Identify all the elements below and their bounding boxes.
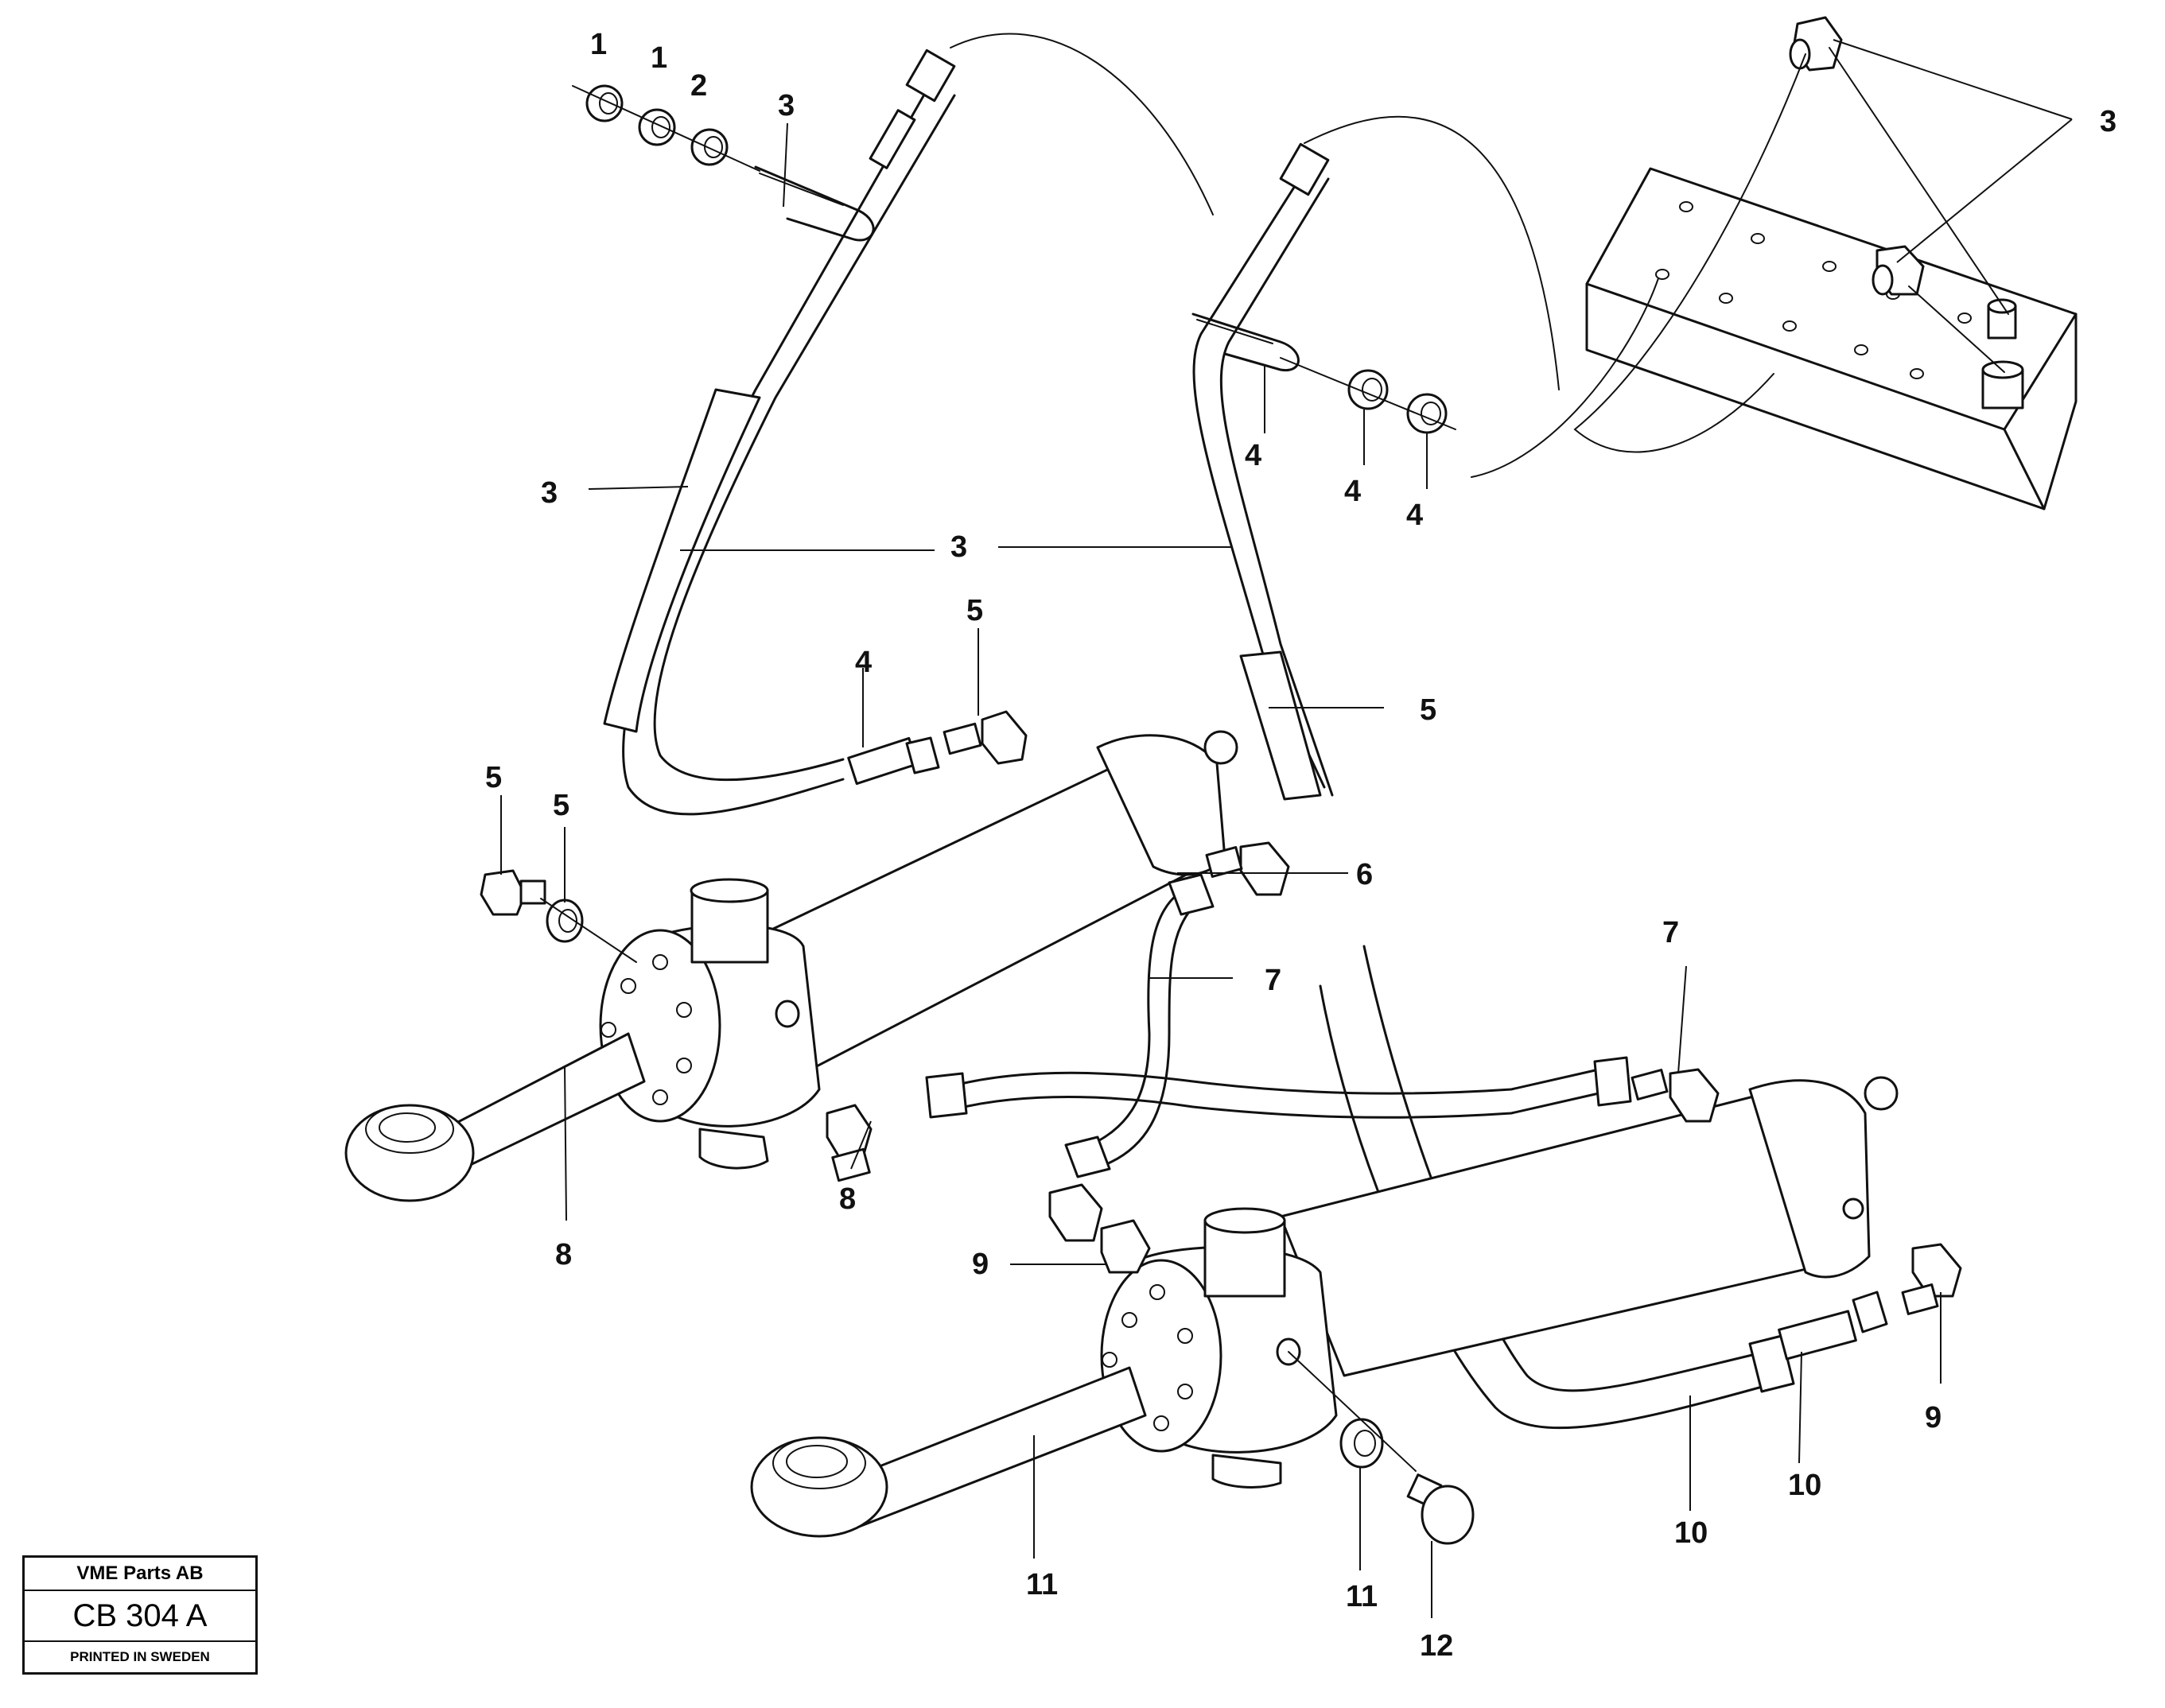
spacer-washer <box>690 128 729 166</box>
hose-end-fitting <box>847 736 940 786</box>
callout-5: 7 <box>1662 916 1679 949</box>
printed-in-label: PRINTED IN SWEDEN <box>70 1649 210 1664</box>
leader-lines <box>500 39 2073 1618</box>
callout-7: 8 <box>839 1182 856 1216</box>
callout-7: 9 <box>972 1248 989 1281</box>
sealing-washer <box>546 899 584 943</box>
elbow-fitting <box>1205 841 1290 896</box>
spacer-washer <box>1406 393 1448 434</box>
callout-3: 10 <box>1788 1469 1821 1502</box>
callout-1: 8 <box>555 1238 572 1271</box>
callout-5: 9 <box>1925 1401 1942 1434</box>
callout-2: 3 <box>2100 105 2116 138</box>
callout-4: 3 <box>541 476 558 510</box>
spacer-washer <box>585 84 624 122</box>
callout-labels: 1 1 2 3 3 3 3 4 4 4 4 5 5 5 5 6 7 7 8 8 … <box>485 28 2116 1663</box>
callout-12: 1 <box>651 41 667 75</box>
hose-clamp <box>1191 312 1300 372</box>
sealing-washer <box>1339 1418 1384 1469</box>
hydraulic-cylinder-upper <box>344 730 1238 1202</box>
callout-1: 11 <box>1026 1568 1058 1601</box>
hose-continuation-line <box>1573 53 1806 453</box>
plug-screw <box>1406 1473 1475 1545</box>
callout-11: 4 <box>1344 475 1361 508</box>
plug-screw <box>480 869 546 916</box>
elbow-fitting <box>1789 16 1843 72</box>
callout-6: 7 <box>1265 964 1281 997</box>
spacer-washer <box>1347 369 1389 410</box>
callout-11: 1 <box>590 28 607 61</box>
hose-continuation-line <box>1471 278 1659 478</box>
valve-port-fitting <box>1981 360 2024 410</box>
hydraulic-hose-lower <box>1319 945 1888 1430</box>
drawing-code: CB 304 A <box>25 1591 255 1642</box>
callout-12: 4 <box>1406 499 1423 532</box>
callout-10: 4 <box>1245 439 1261 472</box>
hose-continuation-line <box>1304 115 1560 390</box>
valve-port-fitting <box>1987 298 2017 340</box>
adapter-fitting <box>1048 1183 1151 1274</box>
spacer-washer <box>638 108 676 146</box>
hydraulic-hose-left <box>603 49 956 816</box>
elbow-fitting <box>943 710 1028 765</box>
callout-9: 12 <box>1420 1629 1453 1663</box>
hydraulic-hose-middle <box>1192 142 1334 801</box>
callout-9: 5 <box>485 761 502 794</box>
elbow-fitting <box>1631 1068 1720 1123</box>
valve-block <box>1585 16 2078 510</box>
callout-3: 4 <box>855 646 872 679</box>
hydraulic-cylinder-lower <box>750 1076 1899 1538</box>
hose-clamp <box>754 165 875 242</box>
adapter-fitting <box>826 1104 873 1182</box>
company-name: VME Parts AB <box>25 1558 255 1591</box>
elbow-fitting <box>1901 1243 1962 1315</box>
callout-4: 10 <box>1674 1516 1708 1550</box>
callout-8: 11 <box>1346 1580 1378 1613</box>
steel-pipe <box>925 873 1632 1178</box>
callout-3: 3 <box>950 530 967 564</box>
title-block: VME Parts AB CB 304 A PRINTED IN SWEDEN <box>22 1555 258 1675</box>
callout-5: 6 <box>1356 858 1373 891</box>
callout-5: 5 <box>966 594 983 627</box>
callout-12: 2 <box>690 69 707 103</box>
hose-continuation-line <box>950 33 1214 215</box>
callout-8: 5 <box>553 789 569 822</box>
elbow-fitting <box>1872 245 1925 296</box>
callout-10: 3 <box>778 89 795 122</box>
callout-4: 5 <box>1420 693 1436 727</box>
